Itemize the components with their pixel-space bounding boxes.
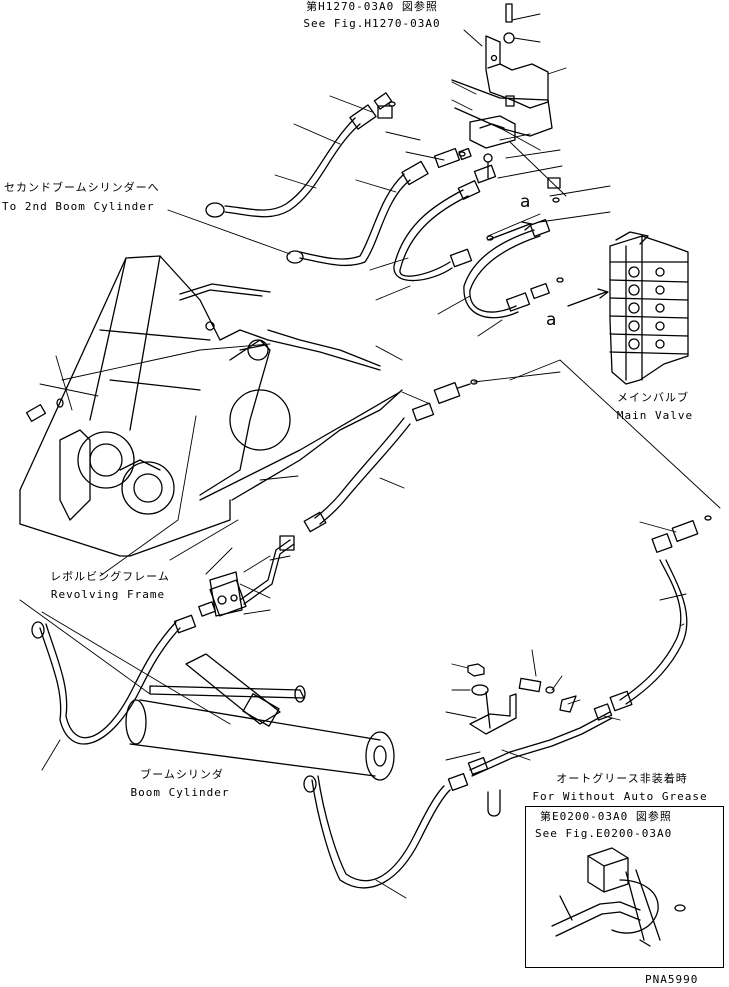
boom-cylinder-label-jp: ブームシリンダ [140, 768, 224, 781]
arrow-a-upper [487, 221, 533, 241]
hose-fittings-top [377, 101, 564, 283]
boom-cylinder [125, 653, 395, 781]
auto-grease-label-jp: オートグリース非装着時 [556, 772, 688, 785]
connection-mark-a-lower: a [546, 310, 557, 330]
revolving-frame [19, 255, 403, 557]
main-valve [609, 231, 689, 385]
hose-valve-to-frame [303, 379, 478, 533]
hose-left-loop [31, 614, 197, 745]
inset-detail [551, 847, 686, 947]
second-boom-label-jp: セカンドブームシリンダーへ [4, 181, 160, 194]
hose-right-loop [463, 229, 550, 319]
hose-upper-left [205, 92, 393, 218]
hose-bottom-loop [303, 772, 469, 889]
bracket-group [467, 663, 577, 817]
frame-tube [198, 535, 295, 617]
arrow-a-lower [567, 288, 609, 307]
boom-cylinder-label-en: Boom Cylinder [130, 786, 230, 799]
hose-upper-middle [286, 160, 429, 267]
top-reference-en: See Fig.H1270-03A0 [303, 17, 441, 30]
top-bracket-assembly [451, 3, 553, 179]
revolving-frame-label-en: Revolving Frame [50, 588, 166, 601]
leader-lines [19, 13, 721, 899]
inset-frame [525, 806, 724, 968]
second-boom-label-en: To 2nd Boom Cylinder [2, 200, 155, 213]
connection-mark-a-upper: a [520, 192, 531, 212]
inset-reference-en: See Fig.E0200-03A0 [535, 827, 673, 840]
main-valve-label-en: Main Valve [616, 409, 694, 422]
hose-a-loop [393, 180, 481, 282]
top-reference-jp: 第H1270-03A0 図参照 [306, 0, 438, 13]
inset-reference-jp: 第E0200-03A0 図参照 [540, 810, 672, 823]
right-tube-hose [469, 515, 712, 777]
drawing-number: PNA5990 [645, 973, 699, 986]
main-valve-label-jp: メインバルブ [617, 391, 689, 404]
revolving-frame-label-jp: レボルビングフレーム [50, 570, 170, 583]
auto-grease-label-en: For Without Auto Grease [532, 790, 708, 803]
